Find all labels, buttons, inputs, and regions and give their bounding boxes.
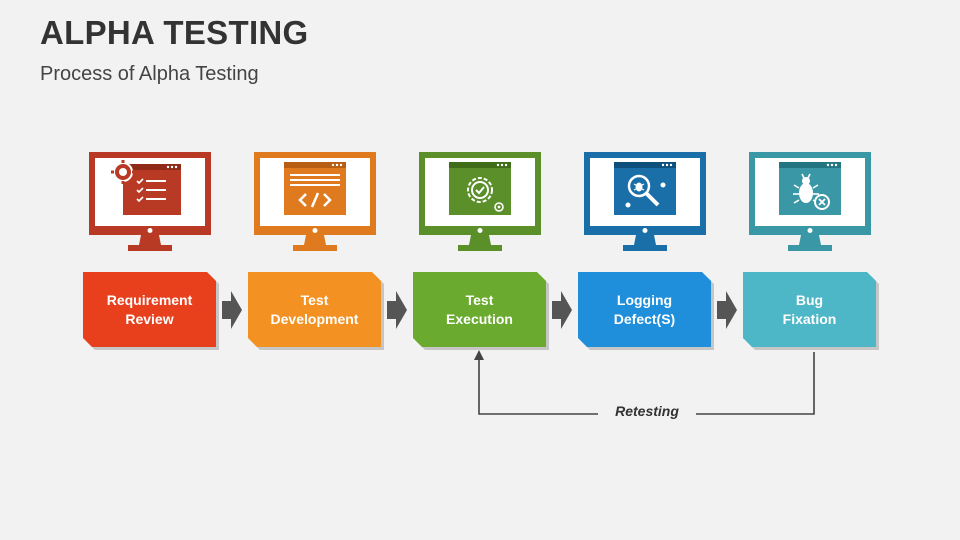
monitor-test-development (254, 152, 376, 252)
monitor-logging-defects (584, 152, 706, 252)
step-label-line2: Execution (446, 310, 513, 327)
bug-fix-icon (779, 162, 841, 215)
step-label-line1: Requirement (106, 291, 193, 308)
arrow-right-icon (552, 291, 572, 329)
gear-check-icon (449, 162, 511, 215)
monitor-requirement-review (89, 152, 211, 252)
page-subtitle: Process of Alpha Testing (40, 63, 259, 85)
arrow-right-icon (387, 291, 407, 329)
step-label-line1: Test (465, 291, 494, 308)
page-title: ALPHA TESTING (40, 14, 309, 51)
code-document-icon (284, 162, 346, 215)
step-label-line2: Defect(S) (613, 310, 676, 327)
step-label-line1: Test (300, 291, 329, 308)
monitor-test-execution (419, 152, 541, 252)
step-label-line1: Bug (795, 291, 824, 308)
retesting-label: Retesting (615, 403, 679, 419)
bug-search-icon (614, 162, 676, 215)
arrow-right-icon (222, 291, 242, 329)
step-label-line1: Logging (616, 291, 673, 308)
step-label-line2: Fixation (782, 310, 837, 327)
monitor-bug-fixation (749, 152, 871, 252)
step-label-line2: Review (125, 310, 174, 327)
arrow-right-icon (717, 291, 737, 329)
step-label-line2: Development (270, 310, 359, 327)
checklist-gear-icon (111, 160, 181, 215)
